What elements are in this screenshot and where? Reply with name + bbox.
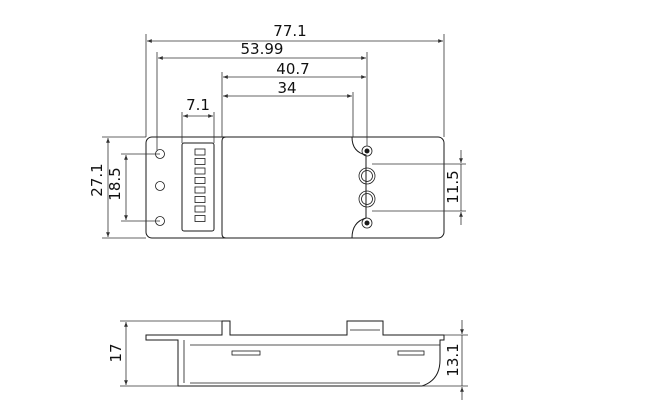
connector-pin	[194, 158, 206, 165]
dim-hole-spacing: 18.5	[106, 167, 124, 200]
connector-pin	[194, 177, 206, 184]
screw-bottom	[361, 217, 373, 229]
connector-pin	[194, 205, 206, 213]
dim-body-height: 13.1	[444, 343, 462, 376]
dim-overall-length: 77.1	[273, 22, 306, 40]
connector-pin	[194, 215, 206, 222]
dim-connector-width: 7.1	[186, 96, 210, 114]
side-bump-right	[397, 350, 425, 356]
dim-overall-width: 27.1	[88, 163, 106, 196]
button-lower	[358, 190, 376, 208]
dim-hole-to-hole: 53.99	[241, 40, 284, 58]
board-outline	[145, 136, 445, 239]
connector-pin	[194, 186, 206, 194]
side-dimensions-top-view: 27.1 18.5 11.5	[88, 136, 466, 239]
button-lower-inner	[361, 193, 373, 205]
side-bump-left	[231, 350, 261, 356]
side-top-plate	[145, 320, 445, 387]
connector-pin	[194, 148, 206, 156]
connector-pin	[194, 167, 206, 175]
main-body	[221, 136, 367, 239]
screw-bottom-center	[364, 220, 370, 226]
mounting-hole-middle-left	[155, 181, 165, 191]
button-upper	[358, 167, 376, 185]
side-view-dimensions: 17 13.1	[107, 320, 468, 400]
dim-overall-height: 17	[107, 343, 125, 362]
button-upper-inner	[361, 170, 373, 182]
screw-top-center	[364, 148, 370, 154]
connector-block	[181, 142, 215, 232]
dim-to-mounting-hole: 40.7	[276, 60, 309, 78]
dim-button-spacing: 11.5	[444, 170, 462, 203]
top-view	[145, 136, 445, 239]
connector-pins	[194, 148, 206, 222]
top-dimensions: 77.1 53.99 40.7 34 7.1	[145, 22, 445, 150]
connector-pin	[194, 196, 206, 203]
side-view	[145, 320, 445, 387]
dim-body-length: 34	[277, 79, 296, 97]
